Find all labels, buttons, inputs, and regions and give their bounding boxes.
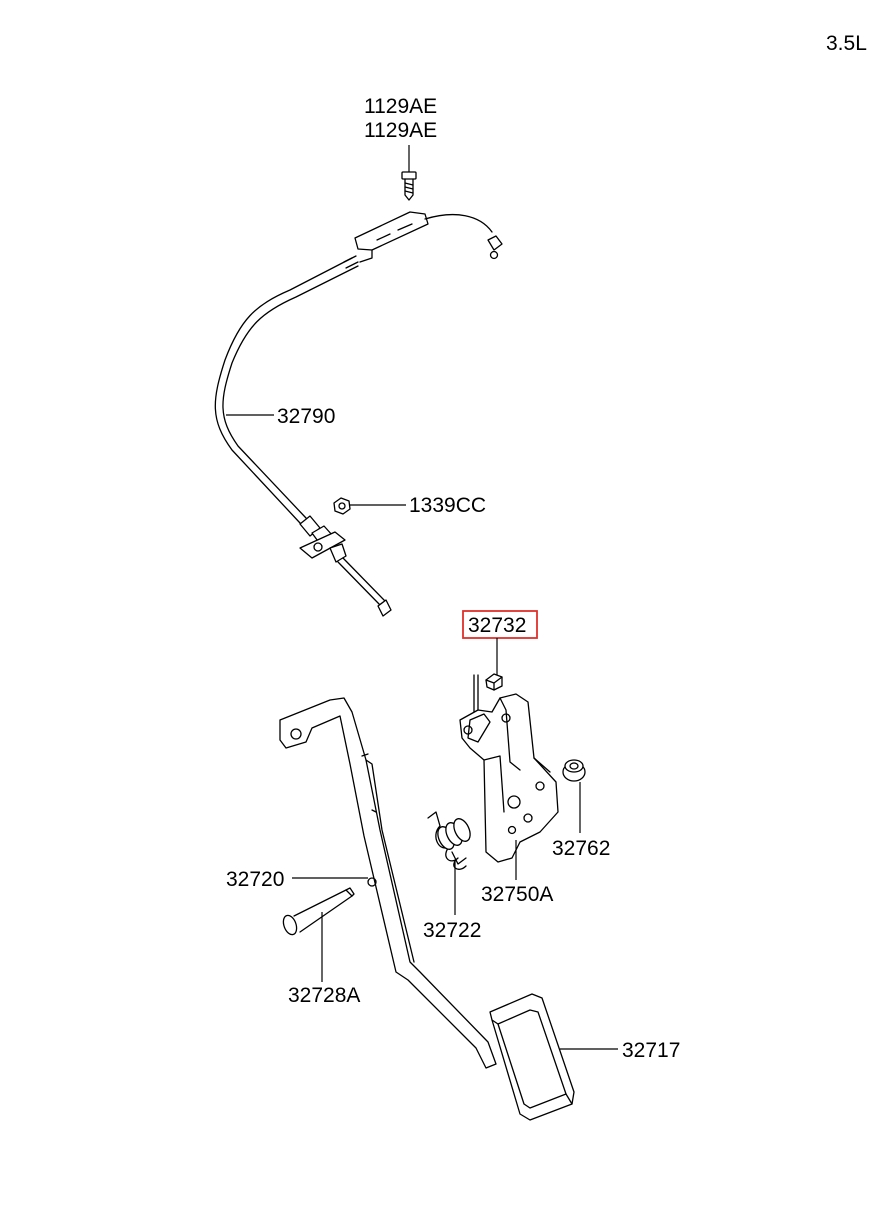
spring-part — [427, 811, 471, 870]
pedal-pad-part — [489, 993, 575, 1121]
accelerator-cable-part — [214, 211, 503, 617]
pedal-pad-label[interactable]: 32717 — [622, 1039, 680, 1062]
pedal-arm-part — [279, 697, 497, 1069]
nut-label[interactable]: 1339CC — [409, 494, 486, 517]
bracket-label[interactable]: 32750A — [481, 883, 553, 906]
pedal-arm-label[interactable]: 32720 — [226, 868, 284, 891]
bracket-part — [459, 674, 559, 863]
bolt-part — [401, 171, 417, 201]
stopper-highlight-box — [462, 610, 538, 639]
pin-part — [282, 887, 355, 936]
engine-label: 3.5L — [826, 32, 867, 55]
stopper-label[interactable]: 32732 — [468, 614, 526, 637]
bushing-label[interactable]: 32762 — [552, 837, 610, 860]
bushing-part — [562, 759, 586, 782]
stopper-part — [485, 673, 503, 691]
nut-part — [333, 497, 351, 515]
bolt-label-1[interactable]: 1129AE — [364, 95, 437, 118]
spring-label[interactable]: 32722 — [423, 919, 481, 942]
cable-label[interactable]: 32790 — [277, 405, 335, 428]
pin-label[interactable]: 32728A — [288, 984, 360, 1007]
bolt-label-2[interactable]: 1129AE — [364, 119, 437, 142]
